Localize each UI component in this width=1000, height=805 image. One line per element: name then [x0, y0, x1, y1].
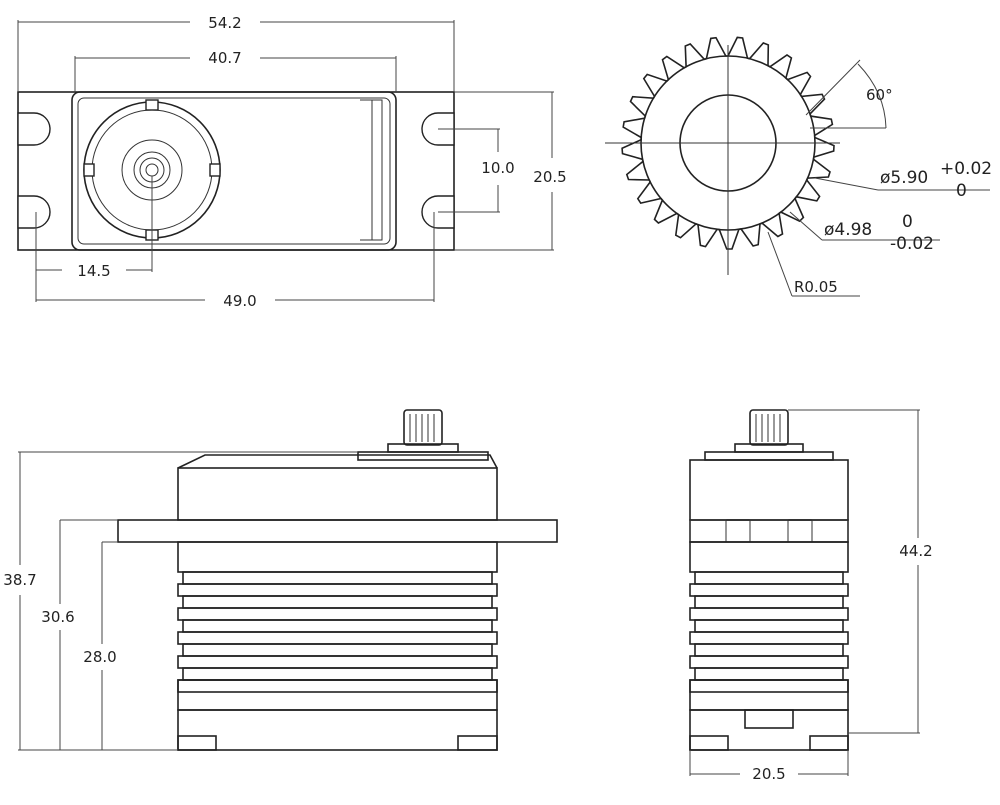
side-top-cap	[177, 467, 498, 521]
case-body-inner	[77, 97, 391, 245]
end-fin-3	[694, 619, 844, 633]
side-bottom-cap	[177, 709, 498, 751]
case-body-outline	[71, 91, 397, 251]
side-view: 38.7 30.6 28.0	[3, 409, 558, 751]
end-body-upper	[689, 541, 849, 573]
end-mount-tab	[689, 519, 849, 543]
side-body-upper	[177, 541, 498, 573]
dim-tab-top: 30.6	[41, 608, 74, 626]
outer-tol-lower: 0	[956, 181, 967, 201]
dim-height: 20.5	[533, 168, 566, 186]
end-cooling-fins	[689, 571, 849, 693]
end-connector-slot	[744, 709, 794, 729]
end-fin-1	[694, 571, 844, 585]
inner-diameter-label: ø4.98	[824, 220, 872, 240]
side-spline-ridges	[409, 414, 435, 442]
end-top-cap	[689, 459, 849, 521]
end-bottom-cap	[689, 709, 849, 751]
outer-tol-upper: +0.02	[940, 159, 992, 179]
outer-diameter-label: ø5.90	[880, 168, 928, 188]
mount-slot-left-top	[17, 112, 51, 146]
side-rib-4	[177, 655, 498, 669]
side-rib-1	[177, 583, 498, 597]
end-view: 44.2 20.5	[689, 409, 933, 783]
end-fin-2	[694, 595, 844, 609]
mount-slot-left-bottom	[17, 195, 51, 229]
inner-tol-upper: 0	[902, 212, 913, 232]
output-screw-hole	[145, 163, 159, 177]
dim-overall-width: 54.2	[208, 14, 241, 32]
side-cooling-fins	[177, 571, 498, 693]
top-view: 54.2 40.7 10.0 20.5 14.5 49.0	[17, 14, 567, 310]
end-rib-3	[689, 631, 849, 645]
end-rib-4	[689, 655, 849, 669]
dim-overall-height: 44.2	[899, 542, 932, 560]
side-foot-right	[457, 735, 498, 751]
side-fin-1	[182, 571, 493, 585]
end-rib-2	[689, 607, 849, 621]
end-body-lower	[689, 679, 849, 711]
side-top-cap-bevel	[177, 454, 498, 469]
side-rib-5	[177, 679, 498, 693]
side-fin-3	[182, 619, 493, 633]
end-foot-right	[809, 735, 849, 751]
inner-tol-lower: -0.02	[890, 234, 934, 254]
end-foot-left	[689, 735, 729, 751]
dim-case-width: 40.7	[208, 49, 241, 67]
side-rib-3	[177, 631, 498, 645]
end-fin-4	[694, 643, 844, 657]
end-tab-segments	[689, 519, 849, 543]
dim-tab-bottom: 28.0	[83, 648, 116, 666]
dim-total-height: 38.7	[3, 571, 36, 589]
end-gear-shoulder	[704, 451, 834, 461]
side-fin-4	[182, 643, 493, 657]
side-foot-left	[177, 735, 217, 751]
tooth-radius-label: R0.05	[794, 278, 838, 296]
side-rib-2	[177, 607, 498, 621]
dim-hole-spacing: 49.0	[223, 292, 256, 310]
end-fin-5	[694, 667, 844, 681]
dim-end-width: 20.5	[752, 765, 785, 783]
dim-shaft-offset: 14.5	[77, 262, 110, 280]
side-mount-tab	[117, 519, 558, 543]
spline-detail: 60° ø5.90 +0.02 0 ø4.98 0 -0.02 R0.05	[605, 36, 992, 297]
tooth-angle-label: 60°	[866, 86, 893, 104]
side-fin-2	[182, 595, 493, 609]
side-output-spline	[403, 409, 443, 446]
end-output-spline	[749, 409, 789, 446]
side-fin-5	[182, 667, 493, 681]
end-spline-ridges	[755, 414, 781, 442]
side-gear-shoulder	[357, 451, 489, 461]
end-rib-5	[689, 679, 849, 693]
end-rib-1	[689, 583, 849, 597]
dim-mount-spacing: 10.0	[481, 159, 514, 177]
side-body-lower	[177, 679, 498, 711]
case-recess	[360, 99, 383, 241]
